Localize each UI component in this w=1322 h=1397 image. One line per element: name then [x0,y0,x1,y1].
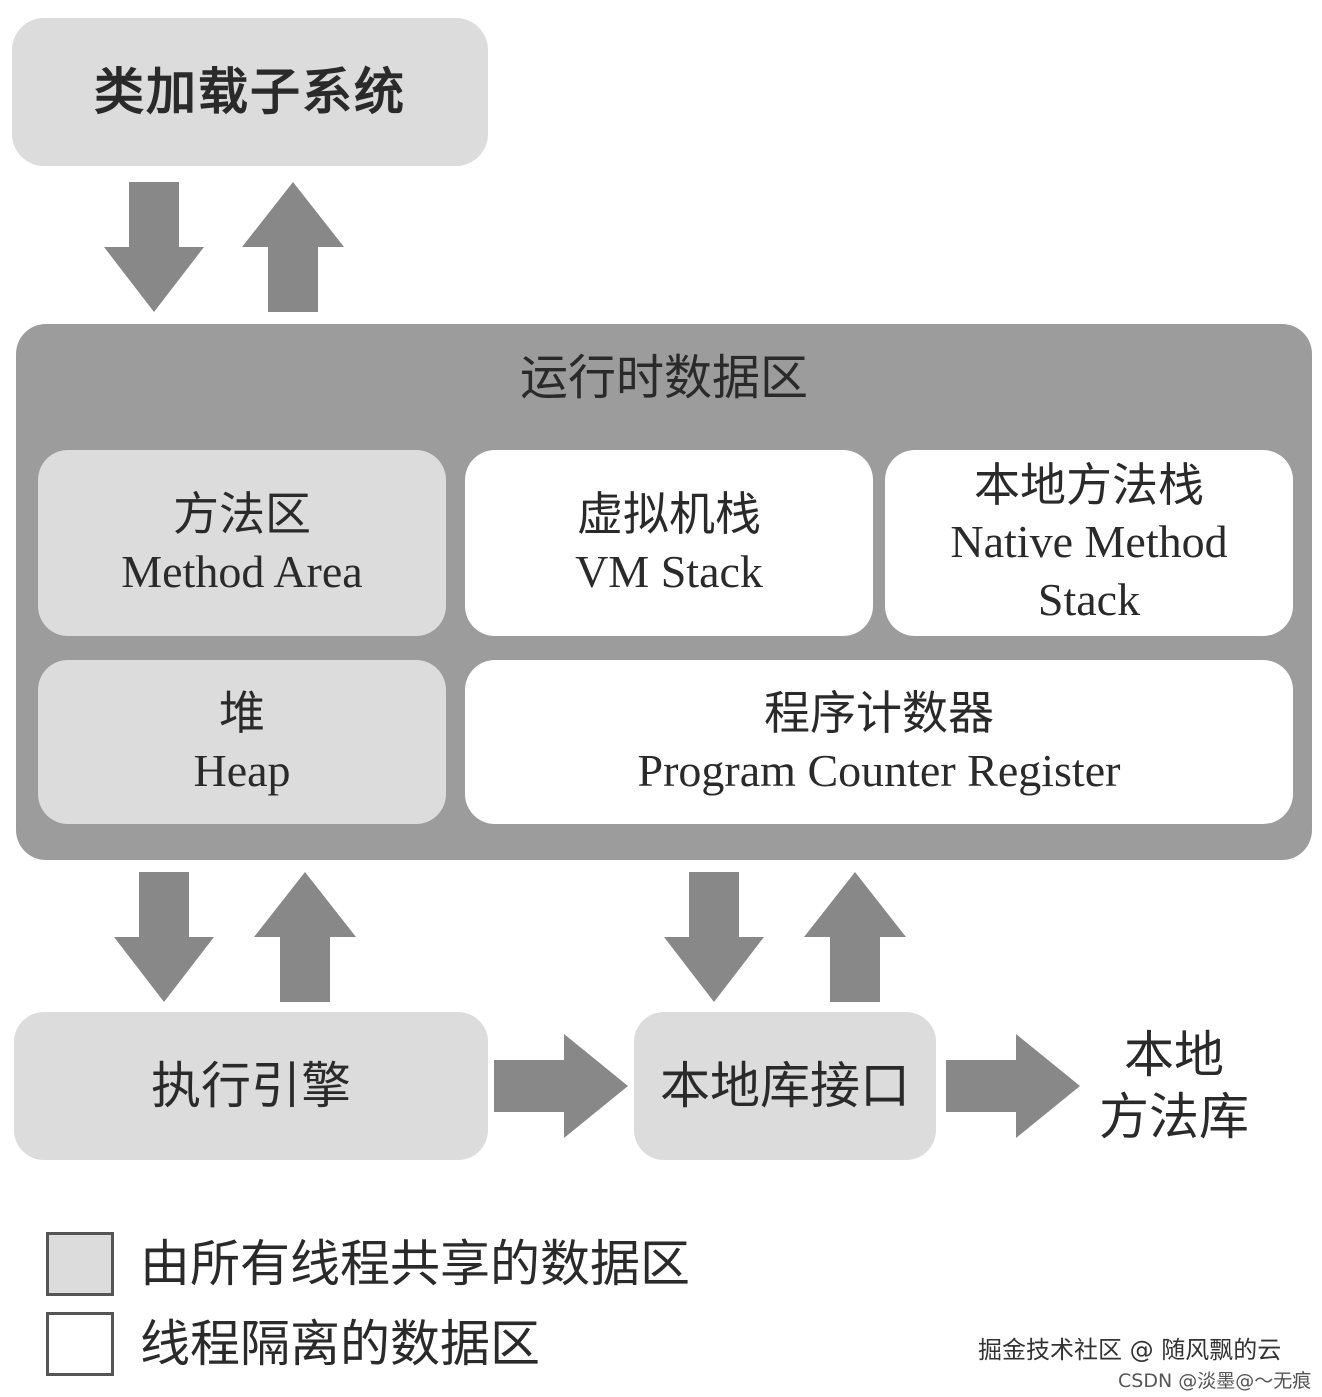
heap-en: Heap [193,745,291,796]
method-area-en: Method Area [121,546,363,597]
native-stack-en-line1: Native Method [950,516,1228,568]
native-library-line2: 方法库 [1099,1088,1249,1146]
class-loader-box: 类加载子系统 [12,18,488,166]
class-loader-label: 类加载子系统 [94,61,406,121]
arrow-down-icon [104,182,204,312]
juejin-watermark: 掘金技术社区 @ 随风飘的云 [978,1336,1282,1364]
heap-zh: 堆 [219,685,265,740]
pc-register-zh: 程序计数器 [764,685,994,740]
pc-register-box: 程序计数器 Program Counter Register [465,660,1293,824]
vm-stack-box: 虚拟机栈 VM Stack [465,450,873,636]
method-area-box: 方法区 Method Area [38,450,446,636]
arrow-up-icon [242,182,344,312]
native-interface-label: 本地库接口 [660,1056,910,1115]
csdn-watermark: CSDN @淡墨@～无痕 [1118,1370,1312,1392]
native-library-label: 本地 方法库 [1086,1016,1262,1156]
native-stack-en-line2: Stack [1037,573,1141,625]
legend-isolated-swatch [46,1312,114,1376]
native-method-stack-box: 本地方法栈 Native Method Stack [885,450,1293,636]
arrow-up-icon [804,872,906,1002]
native-library-line1: 本地 [1124,1025,1224,1084]
pc-register-en: Program Counter Register [637,745,1121,796]
execution-engine-box: 执行引擎 [14,1012,488,1160]
legend-shared-label: 由所有线程共享的数据区 [140,1235,690,1293]
execution-engine-label: 执行引擎 [151,1056,351,1115]
vm-stack-zh: 虚拟机栈 [577,486,761,541]
arrow-right-icon [946,1034,1080,1138]
legend-shared-swatch [46,1232,114,1296]
vm-stack-en: VM Stack [575,546,763,597]
legend-isolated-label: 线程隔离的数据区 [140,1315,540,1373]
arrow-up-icon [254,872,356,1002]
native-interface-box: 本地库接口 [634,1012,936,1160]
arrow-right-icon [494,1034,628,1138]
method-area-zh: 方法区 [173,486,311,541]
heap-box: 堆 Heap [38,660,446,824]
arrow-down-icon [114,872,214,1002]
native-stack-zh: 本地方法栈 [974,457,1204,512]
runtime-data-area-title: 运行时数据区 [519,350,808,406]
arrow-down-icon [664,872,764,1002]
